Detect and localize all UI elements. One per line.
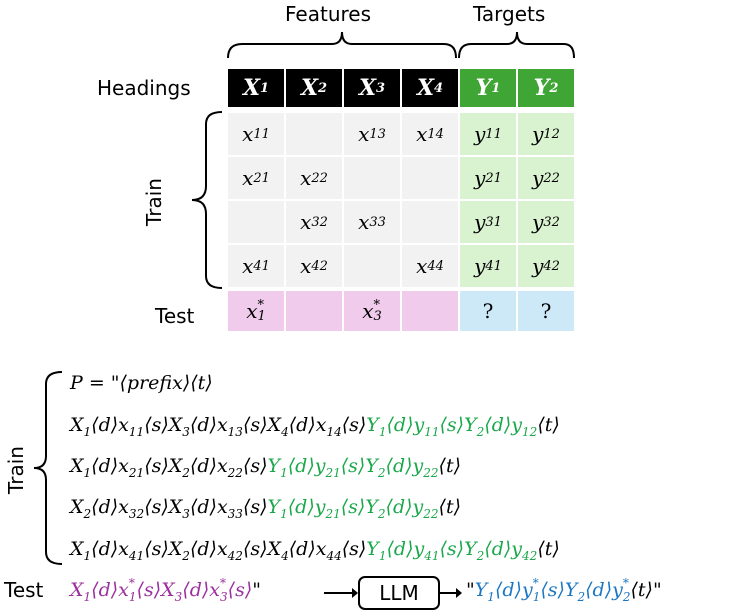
serialization-train-brace <box>33 371 63 565</box>
train-brace <box>191 111 223 289</box>
serialization-train-label: Train <box>4 446 28 494</box>
features-brace <box>227 31 457 59</box>
test-output-line: "Y1⟨d⟩y*1⟨s⟩Y2⟨d⟩y*2⟨t⟩" <box>466 575 662 604</box>
table-test-label: Test <box>155 304 195 328</box>
train-line-2: X1⟨d⟩x21⟨s⟩X2⟨d⟩x22⟨s⟩Y1⟨d⟩y21⟨s⟩Y2⟨d⟩y2… <box>70 455 462 480</box>
train-line-4: X1⟨d⟩x41⟨s⟩X2⟨d⟩x42⟨s⟩X4⟨d⟩x44⟨s⟩Y1⟨d⟩y4… <box>70 538 560 563</box>
prompt-prefix-line: P = "⟨prefix⟩⟨t⟩ <box>70 372 213 394</box>
test-cell <box>285 290 343 332</box>
headings-label: Headings <box>97 76 191 100</box>
train-line-3: X2⟨d⟩x32⟨s⟩X3⟨d⟩x33⟨s⟩Y1⟨d⟩y21⟨s⟩Y2⟨d⟩y2… <box>70 496 462 521</box>
train-cell <box>401 200 459 244</box>
test-cell: x*1 <box>227 290 285 332</box>
test-cell <box>401 290 459 332</box>
llm-box: LLM <box>358 576 440 610</box>
train-line-1: X1⟨d⟩x11⟨s⟩X3⟨d⟩x13⟨s⟩X4⟨d⟩x14⟨s⟩Y1⟨d⟩y1… <box>70 414 560 439</box>
train-cell <box>227 200 285 244</box>
llm-label: LLM <box>379 581 419 605</box>
train-cell <box>401 156 459 200</box>
arrow-from-llm-head <box>456 588 462 598</box>
features-label: Features <box>285 2 371 26</box>
targets-brace <box>458 31 575 59</box>
train-cell <box>285 112 343 156</box>
train-cell <box>343 244 401 288</box>
table-train-label: Train <box>142 178 166 226</box>
test-cell: ? <box>459 290 517 332</box>
train-cell <box>343 156 401 200</box>
test-cell: x*3 <box>343 290 401 332</box>
serialization-test-label: Test <box>4 578 44 602</box>
arrow-to-llm-head <box>352 588 358 598</box>
test-cell: ? <box>517 290 575 332</box>
targets-label: Targets <box>473 2 546 26</box>
test-input-line: X1⟨d⟩x*1⟨s⟩X3⟨d⟩x*3⟨s⟩" <box>70 575 261 604</box>
